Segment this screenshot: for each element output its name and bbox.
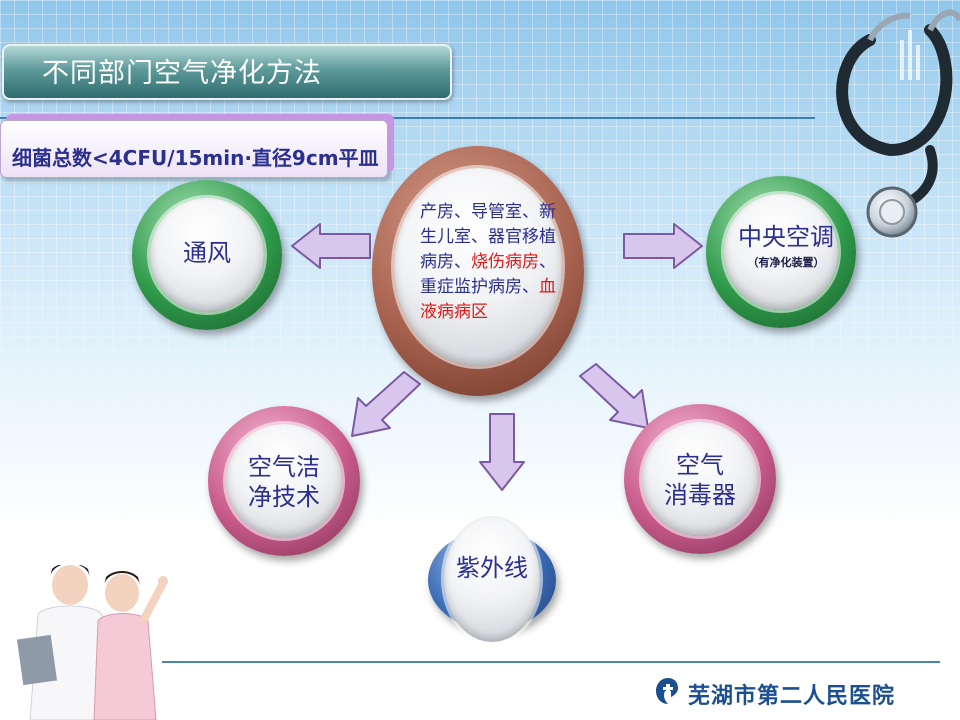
uv-node [428,516,556,642]
arrow-down [479,413,525,491]
nurses-illustration [16,557,168,720]
air-clean-node [208,406,360,556]
arrow-right [623,223,703,269]
footer-divider [162,661,940,663]
hospital-name: 芜湖市第二人民医院 [688,683,896,709]
air-disinfector-node [624,404,776,554]
subtitle-box [0,120,388,178]
central-ac-label: 中央空调 [738,223,834,251]
ventilation-label: 通风 [183,239,231,267]
central-ac-node [706,176,856,328]
center-text: 产房、导管室、新生儿室、器官移植病房、烧伤病房、重症监护病房、血液病病区 [420,200,564,325]
title-divider [0,117,815,119]
center-node [372,146,584,396]
hospital-logo-icon [656,678,678,704]
central-ac-note: （有净化装置） [747,256,825,269]
stethoscope-illustration [836,9,960,238]
ventilation-node [132,180,282,330]
air-disinfector-label-line1: 空气 [676,451,724,479]
arrow-left [291,223,371,269]
center-text-seg-3: 、重症监护病房、 [420,252,556,297]
uv-label: 紫外线 [456,554,528,582]
air-disinfector-label-line2: 消毒器 [664,481,736,509]
title-bar [2,44,452,100]
arrow-down-right [579,363,649,429]
air-clean-label-line2: 净技术 [248,483,320,511]
center-text-seg-2: 烧伤病房 [471,252,539,272]
subtitle-text: 细菌总数<4CFU/15min·直径9cm平皿 [12,146,379,170]
slide-title: 不同部门空气净化方法 [42,58,322,89]
center-text-seg-4: 血液病病区 [420,277,556,322]
air-clean-label-line1: 空气洁 [248,453,320,481]
arrow-down-left [351,371,421,437]
center-text-seg-1: 产房、导管室、新生儿室、器官移植病房、 [420,202,556,272]
